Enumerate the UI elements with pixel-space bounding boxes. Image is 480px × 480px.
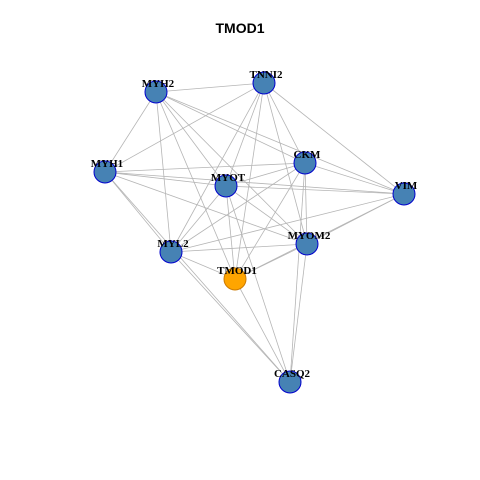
edge-myot-myl2 <box>170 185 227 253</box>
node-vim[interactable]: VIM <box>392 180 418 206</box>
edge-vim-myl2 <box>170 193 405 253</box>
node-circle[interactable] <box>392 182 416 206</box>
edge-myh1-myl2 <box>104 171 172 253</box>
node-tmod1[interactable]: TMOD1 <box>217 265 257 291</box>
edge-vim-tmod1 <box>234 193 405 280</box>
edge-ckm-tmod1 <box>234 162 306 280</box>
edge-tnni2-myot <box>225 82 265 187</box>
node-circle[interactable] <box>159 240 183 264</box>
edge-tnni2-myl2 <box>170 82 265 253</box>
node-label: MYH1 <box>91 158 123 170</box>
edge-ckm-vim <box>304 162 405 195</box>
node-label: TMOD1 <box>217 265 257 277</box>
edge-myh1-myom2 <box>104 171 308 245</box>
node-label: MYOM2 <box>288 230 331 242</box>
edge-myom2-casq2 <box>289 243 308 383</box>
edge-myh1-ckm <box>104 162 306 173</box>
node-label: TNNI2 <box>249 69 283 81</box>
edge-myot-vim <box>225 185 405 195</box>
edge-myh1-myot <box>104 171 227 187</box>
edge-myh2-tmod1 <box>155 91 236 280</box>
edge-ckm-myom2 <box>304 162 308 245</box>
edge-ckm-myl2 <box>170 162 306 253</box>
edge-myh1-vim <box>104 171 405 195</box>
node-label: MYL2 <box>157 238 189 250</box>
edge-myot-casq2 <box>225 185 291 383</box>
edge-myh2-myom2 <box>155 91 308 245</box>
edge-tnni2-myh1 <box>104 82 265 173</box>
edge-myot-myom2 <box>225 185 308 245</box>
edge-myot-ckm <box>225 162 306 187</box>
edge-tnni2-ckm <box>263 82 306 164</box>
edge-myh2-myot <box>155 91 227 187</box>
edge-layer <box>104 82 405 383</box>
node-label: MYH2 <box>142 78 175 90</box>
node-myot[interactable]: MYOT <box>211 172 246 198</box>
edge-myl2-tmod1 <box>170 251 236 280</box>
node-label: VIM <box>395 180 418 192</box>
node-circle[interactable] <box>278 370 302 394</box>
edge-myh2-tnni2 <box>155 82 265 93</box>
node-circle[interactable] <box>223 267 247 291</box>
node-myh2[interactable]: MYH2 <box>142 78 175 104</box>
edge-myh1-casq2 <box>104 171 291 383</box>
graph-title: TMOD1 <box>215 20 265 36</box>
node-circle[interactable] <box>293 151 317 175</box>
node-circle[interactable] <box>252 71 276 95</box>
node-label: MYOT <box>211 172 246 184</box>
node-casq2[interactable]: CASQ2 <box>274 368 311 394</box>
node-tnni2[interactable]: TNNI2 <box>249 69 283 95</box>
edge-myh2-ckm <box>155 91 306 164</box>
edge-tnni2-tmod1 <box>234 82 265 280</box>
node-ckm[interactable]: CKM <box>293 149 322 175</box>
node-myl2[interactable]: MYL2 <box>157 238 189 264</box>
edge-myom2-tmod1 <box>234 243 308 280</box>
edge-myom2-myl2 <box>170 243 308 253</box>
node-circle[interactable] <box>214 174 238 198</box>
edge-tmod1-casq2 <box>234 278 291 383</box>
node-circle[interactable] <box>93 160 117 184</box>
node-myom2[interactable]: MYOM2 <box>288 230 331 256</box>
edge-myh2-myl2 <box>155 91 172 253</box>
node-circle[interactable] <box>295 232 319 256</box>
node-myh1[interactable]: MYH1 <box>91 158 123 184</box>
edge-myl2-casq2 <box>170 251 291 383</box>
node-label: CKM <box>294 149 322 161</box>
node-label: CASQ2 <box>274 368 311 380</box>
edge-myh2-myh1 <box>104 91 157 173</box>
edge-myot-tmod1 <box>225 185 236 280</box>
edge-tnni2-vim <box>263 82 405 195</box>
edge-ckm-casq2 <box>289 162 306 383</box>
node-circle[interactable] <box>144 80 168 104</box>
